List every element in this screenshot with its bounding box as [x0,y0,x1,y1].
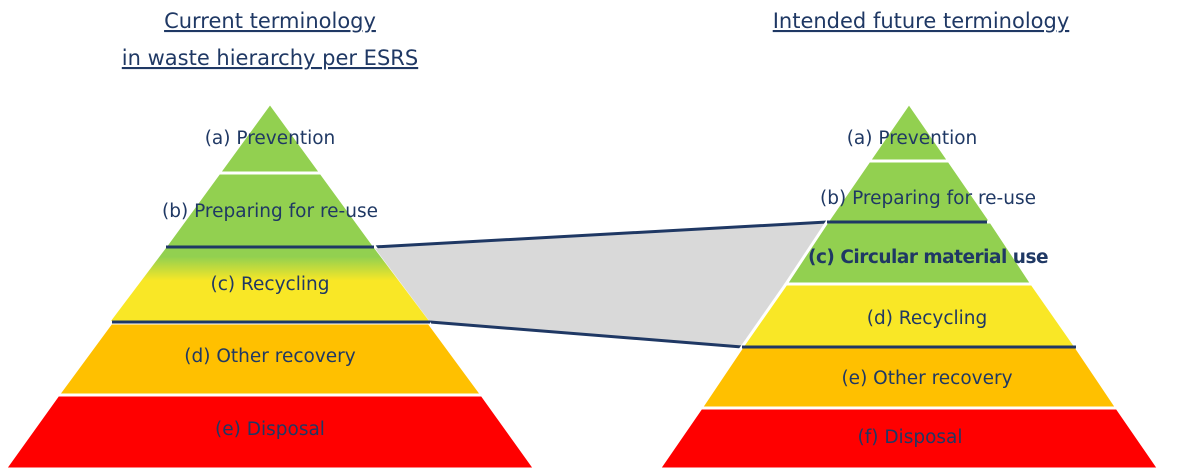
label-disposal: (f) Disposal [857,427,962,448]
label-other-recovery: (e) Other recovery [841,368,1012,389]
level-disposal [2,393,538,471]
future-title: Intended future terminology [773,9,1070,33]
label-disposal: (e) Disposal [215,419,325,440]
current-title-line1: Current terminology [164,9,376,33]
label-preparing-reuse: (b) Preparing for re-use [162,201,378,222]
label-recycling: (c) Recycling [211,274,330,295]
current-pyramid: (a) Prevention (b) Preparing for re-use … [2,100,538,471]
level-recycling [111,248,429,321]
label-other-recovery: (d) Other recovery [184,346,355,367]
label-preparing-reuse: (b) Preparing for re-use [820,188,1036,209]
label-prevention: (a) Prevention [847,128,978,149]
label-prevention: (a) Prevention [205,128,336,149]
label-circular-material-use: (c) Circular material use [808,247,1048,268]
current-title-line2: in waste hierarchy per ESRS [122,46,418,70]
label-recycling: (d) Recycling [867,308,988,329]
mapping-connector [374,222,827,347]
level-preparing-reuse [162,171,378,249]
level-disposal [656,406,1162,471]
future-pyramid: (a) Prevention (b) Preparing for re-use … [656,100,1162,471]
